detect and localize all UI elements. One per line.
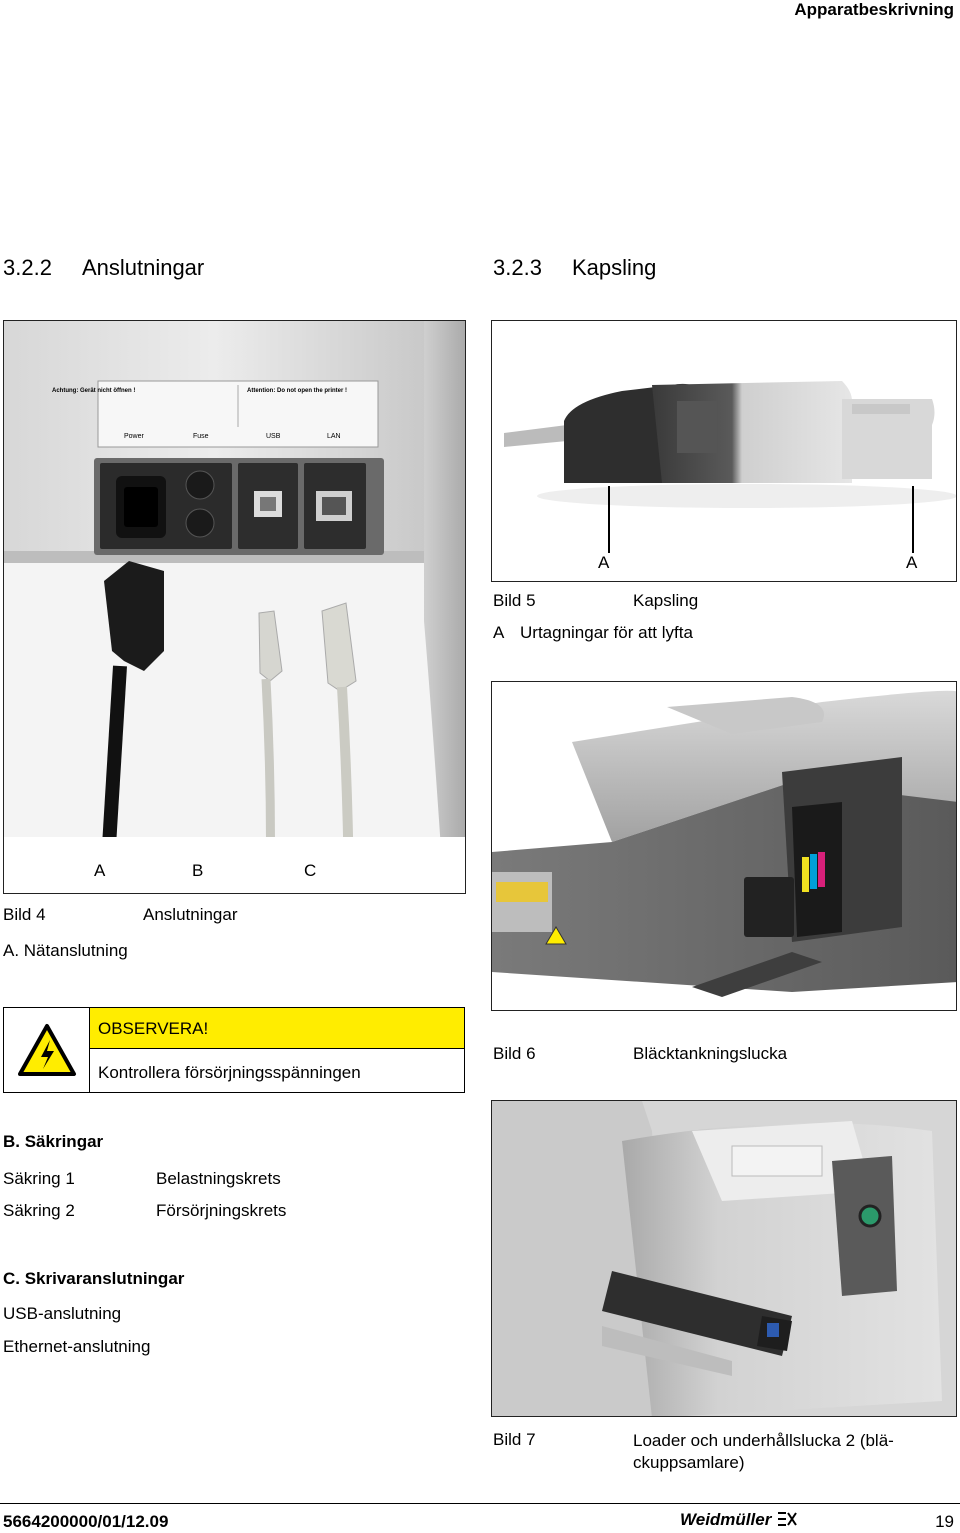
caption6-text: Bläcktankningslucka [633,1044,788,1063]
connections-illustration [4,321,465,893]
ethernet-item: Ethernet-anslutning [3,1337,151,1356]
doc-number: 5664200000/01/12.09 [3,1512,169,1531]
fuse-2-desc: Försörjningskrets [156,1201,287,1220]
warning-title: OBSERVERA! [98,1019,209,1038]
figure-ink-door-photo [491,681,957,1011]
section-c-title: C. Skrivaranslutningar [3,1269,185,1288]
figure-connections-photo: Achtung: Gerät nicht öffnen ! Attention:… [3,320,466,894]
fuse-1-name: Säkring 1 [3,1169,75,1188]
enclosure-illustration [492,321,956,581]
port-label-power: Power [124,433,144,440]
fuse-2-name: Säkring 2 [3,1201,75,1220]
heading-title: Kapsling [571,255,657,280]
caption7-text: Loader och underhållslucka 2 (blä- ckupp… [633,1431,894,1472]
electric-hazard-icon [18,1024,76,1076]
usb-item: USB-anslutning [3,1304,122,1323]
port-label-fuse: Fuse [193,433,209,440]
brand-mark-icon [778,1512,797,1526]
brand-name: Weidmüller [680,1510,772,1529]
warning-title-bar [90,1008,464,1049]
page-number: 19 [935,1512,954,1531]
caption5-number: Bild 5 [493,591,536,610]
fuse-1-desc: Belastningskrets [156,1169,281,1188]
figure-loader-photo [491,1100,957,1417]
sticker-text-en: Attention: Do not open the printer ! [247,388,347,394]
section-a-title: A. Nätanslutning [3,941,128,960]
caption7-number: Bild 7 [493,1430,536,1449]
connector-label-a: A [94,861,106,880]
warning-text: Kontrollera försörjningsspänningen [98,1063,361,1082]
sticker-text-de: Achtung: Gerät nicht öffnen ! [52,388,136,394]
running-header: Apparatbeskrivning [794,0,954,19]
caption5-text: Kapsling [633,591,699,610]
caption-text: Anslutningar [143,905,238,924]
section-b-title: B. Säkringar [3,1132,104,1151]
ink-door-illustration [492,682,956,1010]
footer-divider [0,1503,960,1504]
port-label-lan: LAN [327,433,341,440]
connector-label-b: B [192,861,204,880]
lift-marker-a-2: A [906,553,918,572]
connector-label-c: C [304,861,317,880]
legend5-text: Urtagningar för att lyfta [520,623,693,642]
loader-illustration [492,1101,956,1416]
heading-number: 3.2.3 [493,255,542,280]
port-label-usb: USB [266,433,281,440]
figure-enclosure-photo: A A [491,320,957,582]
warning-box: OBSERVERA! Kontrollera försörjningsspänn… [3,1007,465,1093]
heading-anslutningar: 3.2.2 Anslutningar [3,255,204,281]
brand-logo: Weidmüller [680,1510,798,1530]
lift-marker-a-1: A [598,553,610,572]
caption-number: Bild 4 [3,905,46,924]
heading-title: Anslutningar [81,255,205,280]
legend5-key: A [493,623,505,642]
caption6-number: Bild 6 [493,1044,536,1063]
heading-kapsling: 3.2.3 Kapsling [493,255,656,281]
heading-number: 3.2.2 [3,255,52,280]
